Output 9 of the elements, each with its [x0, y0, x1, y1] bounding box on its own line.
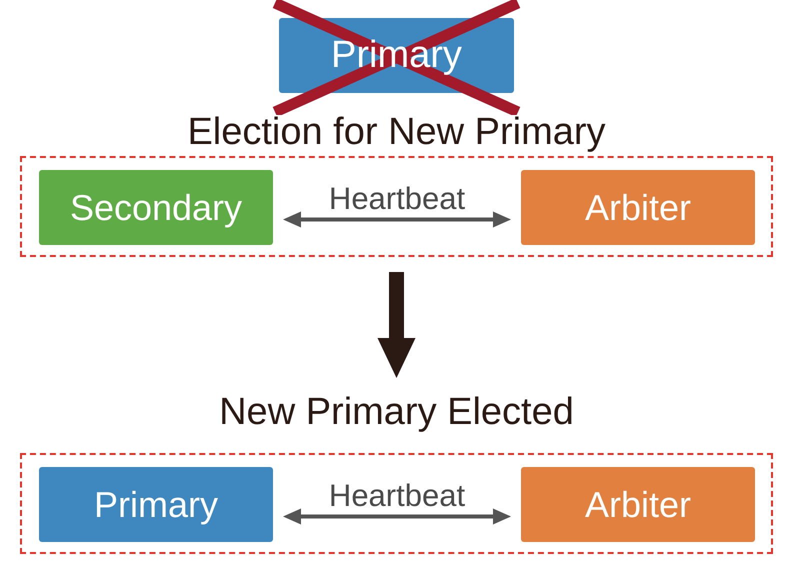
- group-heading: Election for New Primary: [187, 112, 606, 154]
- double-headed-arrow: [283, 212, 511, 228]
- role-box: Arbiter: [521, 170, 755, 245]
- thick-arrow: [378, 272, 416, 378]
- double-headed-arrow: [283, 508, 511, 524]
- role-box: Secondary: [39, 170, 273, 245]
- role-box: Arbiter: [521, 467, 755, 542]
- group-heading: New Primary Elected: [219, 392, 574, 434]
- role-box: Primary: [39, 467, 273, 542]
